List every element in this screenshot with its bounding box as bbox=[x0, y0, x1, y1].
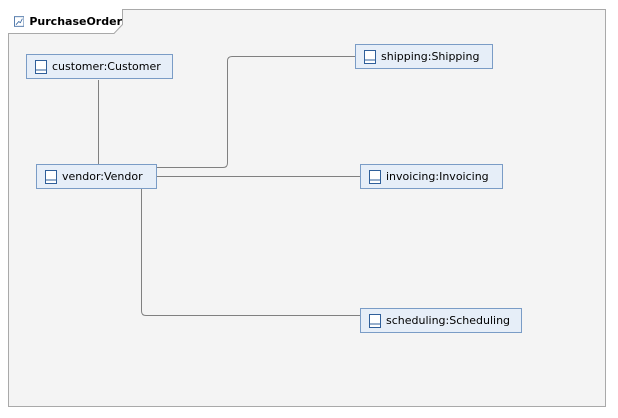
connector-vendor-scheduling[interactable] bbox=[141, 189, 362, 316]
part-icon bbox=[364, 49, 376, 64]
node-invoicing[interactable]: invoicing:Invoicing bbox=[360, 164, 503, 189]
part-icon bbox=[35, 59, 47, 74]
diagram-icon bbox=[14, 15, 25, 27]
node-invoicing-label: invoicing:Invoicing bbox=[386, 170, 489, 183]
connector-vendor-shipping[interactable] bbox=[157, 56, 356, 168]
node-shipping-label: shipping:Shipping bbox=[381, 50, 480, 63]
diagram-frame-tab[interactable]: PurchaseOrder bbox=[8, 9, 123, 34]
node-vendor-label: vendor:Vendor bbox=[62, 170, 143, 183]
part-icon bbox=[369, 313, 381, 328]
node-shipping[interactable]: shipping:Shipping bbox=[355, 44, 493, 69]
node-scheduling-label: scheduling:Scheduling bbox=[386, 314, 511, 327]
node-customer-label: customer:Customer bbox=[52, 60, 161, 73]
node-scheduling[interactable]: scheduling:Scheduling bbox=[360, 308, 522, 333]
node-customer[interactable]: customer:Customer bbox=[26, 54, 173, 79]
node-vendor[interactable]: vendor:Vendor bbox=[36, 164, 157, 189]
diagram-title: PurchaseOrder bbox=[29, 14, 122, 28]
part-icon bbox=[369, 169, 381, 184]
part-icon bbox=[45, 169, 57, 184]
